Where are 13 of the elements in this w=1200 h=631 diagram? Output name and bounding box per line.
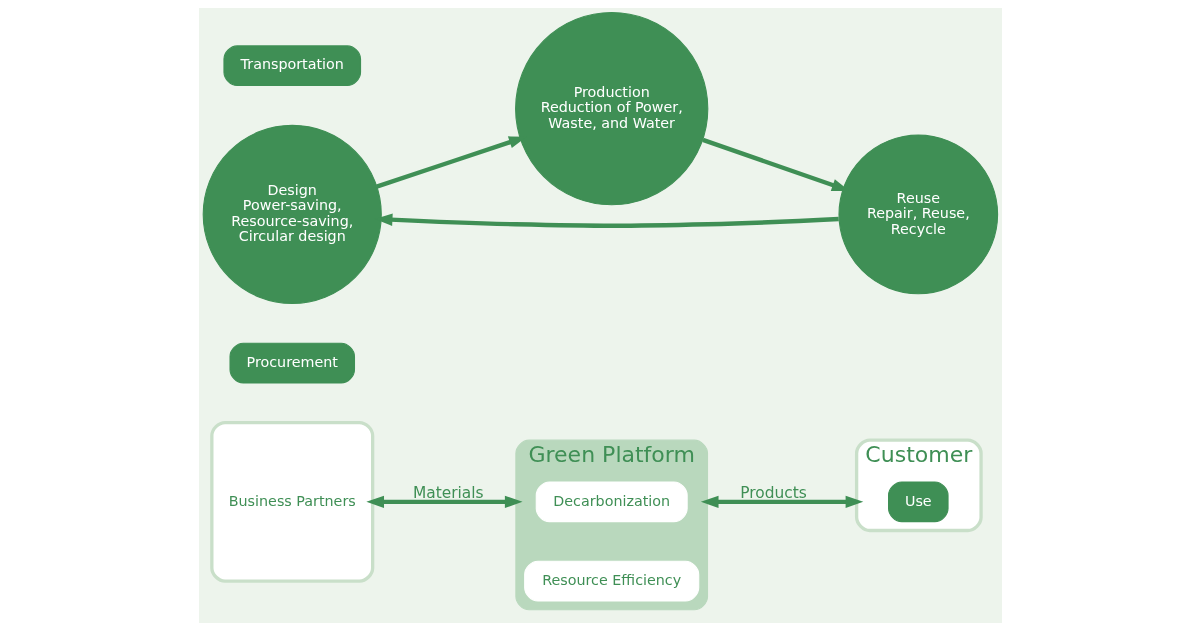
node-box: Procurement bbox=[229, 342, 355, 384]
node-circle: Design Power-saving, Resource-saving, Circular design bbox=[202, 124, 382, 304]
arrow bbox=[365, 495, 523, 509]
node-box: Resource Efficiency bbox=[523, 560, 699, 602]
node-box: Transportation bbox=[222, 45, 361, 87]
node-box: Business Partners bbox=[209, 420, 374, 583]
node-box: Decarbonization bbox=[535, 481, 688, 523]
node-box: Use bbox=[887, 481, 949, 523]
node-circle: Reuse Repair, Reuse, Recycle bbox=[837, 134, 998, 295]
edge-label: Products bbox=[739, 483, 807, 502]
arrow bbox=[700, 495, 863, 509]
edge-label: Materials bbox=[412, 483, 484, 502]
node-circle: Production Reduction of Power, Waste, and Water bbox=[514, 12, 708, 206]
